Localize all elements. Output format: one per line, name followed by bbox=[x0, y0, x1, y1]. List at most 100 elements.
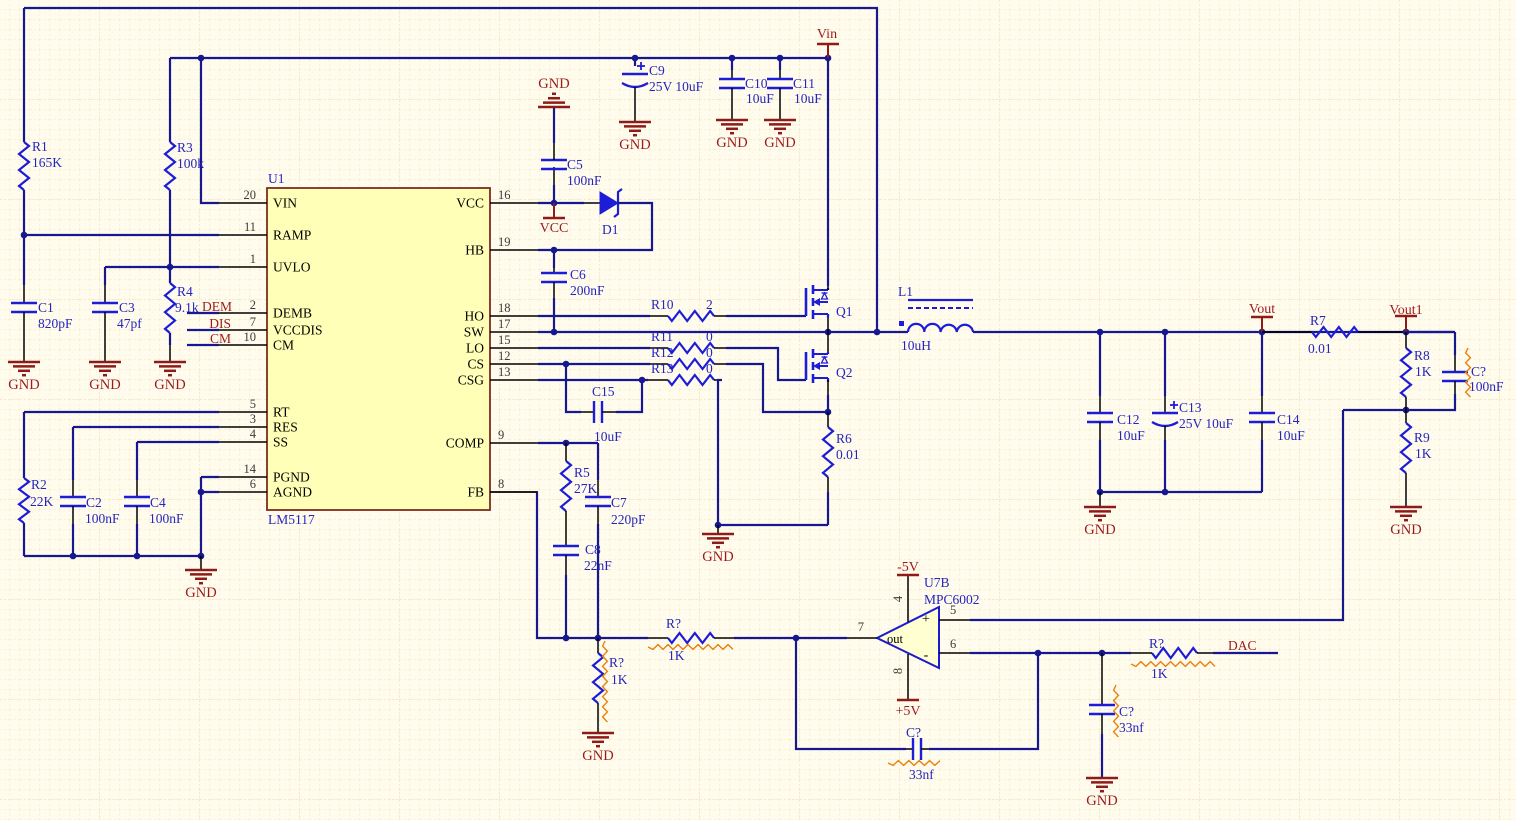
ic-pin-name[interactable]: HO bbox=[465, 309, 485, 324]
label-q2-ref[interactable]: Q2 bbox=[836, 365, 853, 380]
label-c5-value[interactable]: 100nF bbox=[567, 173, 602, 188]
label-r2-value[interactable]: 22K bbox=[30, 494, 54, 509]
ic-pin-number[interactable]: 13 bbox=[498, 365, 511, 379]
ic-designator[interactable]: U1 bbox=[268, 171, 285, 186]
ic-pin-number[interactable]: 5 bbox=[250, 397, 256, 411]
opamp-pin-number[interactable]: 5 bbox=[950, 603, 956, 617]
resistor-r4[interactable] bbox=[163, 282, 177, 334]
label-c1-value[interactable]: 820pF bbox=[38, 316, 73, 331]
ic-pin-number[interactable]: 12 bbox=[498, 349, 511, 363]
ic-pin-number[interactable]: 4 bbox=[250, 427, 257, 441]
resistor-r3[interactable] bbox=[163, 141, 177, 191]
vpos-label[interactable]: +5V bbox=[895, 704, 920, 719]
resistor-r10[interactable] bbox=[667, 309, 715, 323]
resistor-r5[interactable] bbox=[559, 460, 573, 512]
label-c10-value[interactable]: 10uF bbox=[746, 91, 774, 106]
label-c4-value[interactable]: 100nF bbox=[149, 511, 184, 526]
opamp-part-number[interactable]: MPC6002 bbox=[924, 592, 980, 607]
ic-pin-name[interactable]: SS bbox=[273, 435, 288, 450]
label-r11-value[interactable]: 0 bbox=[706, 329, 713, 344]
ic-pin-number[interactable]: 7 bbox=[250, 315, 256, 329]
ic-pin-name[interactable]: CM bbox=[273, 338, 294, 353]
label-c12-ref[interactable]: C12 bbox=[1117, 412, 1140, 427]
opamp-u7b[interactable] bbox=[874, 605, 940, 670]
gnd-label[interactable]: GND bbox=[8, 377, 39, 393]
opamp-pin-number[interactable]: 8 bbox=[891, 668, 905, 674]
ic-pin-name[interactable]: UVLO bbox=[273, 260, 311, 275]
gnd-label[interactable]: GND bbox=[1390, 522, 1421, 538]
resistor-r8[interactable] bbox=[1399, 347, 1413, 398]
label-r5-value[interactable]: 27K bbox=[574, 481, 598, 496]
resistor-r6[interactable] bbox=[821, 426, 835, 478]
resistor-r7[interactable] bbox=[1311, 325, 1359, 339]
label-r7-ref[interactable]: R7 bbox=[1310, 313, 1326, 328]
label-cq2-ref[interactable]: C? bbox=[906, 725, 921, 740]
label-r13-value[interactable]: 0 bbox=[706, 361, 713, 376]
ic-pin-number[interactable]: 15 bbox=[498, 333, 511, 347]
ic-pin-name[interactable]: AGND bbox=[273, 485, 312, 500]
ic-pin-number[interactable]: 3 bbox=[250, 412, 256, 426]
wire-q2-gate[interactable] bbox=[726, 346, 806, 382]
ic-pin-number[interactable]: 19 bbox=[498, 235, 511, 249]
label-r6-value[interactable]: 0.01 bbox=[836, 447, 860, 462]
label-c12-value[interactable]: 10uF bbox=[1117, 428, 1145, 443]
label-r1-value[interactable]: 165K bbox=[32, 155, 62, 170]
label-r6-ref[interactable]: R6 bbox=[836, 431, 852, 446]
ic-pin-number[interactable]: 10 bbox=[244, 330, 257, 344]
label-c5-ref[interactable]: C5 bbox=[567, 157, 583, 172]
ic-part-number[interactable]: LM5117 bbox=[268, 512, 315, 527]
label-r13-ref[interactable]: R13 bbox=[651, 361, 674, 376]
label-c15-value[interactable]: 10uF bbox=[594, 429, 622, 444]
label-c6-value[interactable]: 200nF bbox=[570, 283, 605, 298]
label-r1-ref[interactable]: R1 bbox=[32, 139, 48, 154]
ic-pin-number[interactable]: 9 bbox=[498, 428, 504, 442]
label-r9-value[interactable]: 1K bbox=[1415, 446, 1432, 461]
opamp-minus-sign[interactable]: - bbox=[924, 648, 929, 663]
vout-label[interactable]: Vout bbox=[1249, 302, 1275, 317]
gnd-label[interactable]: GND bbox=[619, 137, 650, 153]
label-r10-value[interactable]: 2 bbox=[706, 297, 713, 312]
label-q1-ref[interactable]: Q1 bbox=[836, 304, 853, 319]
label-c3-value[interactable]: 47pf bbox=[117, 316, 142, 331]
label-r12-value[interactable]: 0 bbox=[706, 345, 713, 360]
label-rq1-value[interactable]: 1K bbox=[611, 672, 628, 687]
ic-pin-number[interactable]: 14 bbox=[244, 462, 257, 476]
label-c13-value[interactable]: 25V 10uF bbox=[1179, 416, 1234, 431]
label-l1-ref[interactable]: L1 bbox=[898, 284, 913, 299]
label-c15-ref[interactable]: C15 bbox=[592, 384, 615, 399]
label-d1-ref[interactable]: D1 bbox=[602, 222, 619, 237]
opamp-pin-number[interactable]: 6 bbox=[950, 637, 956, 651]
ic-pin-name[interactable]: FB bbox=[467, 485, 484, 500]
resistor-rq3[interactable] bbox=[1151, 646, 1198, 660]
ic-pin-name[interactable]: HB bbox=[465, 243, 484, 258]
vout1-label[interactable]: Vout1 bbox=[1389, 303, 1422, 318]
dac-label[interactable]: DAC bbox=[1228, 638, 1257, 653]
label-r9-ref[interactable]: R9 bbox=[1414, 430, 1430, 445]
ic-body-u1[interactable] bbox=[266, 187, 491, 511]
ic-pin-number[interactable]: 16 bbox=[498, 188, 511, 202]
ic-pin-name[interactable]: CSG bbox=[458, 373, 485, 388]
gnd-label[interactable]: GND bbox=[1084, 522, 1115, 538]
label-c13-ref[interactable]: C13 bbox=[1179, 400, 1202, 415]
resistor-rq2[interactable] bbox=[667, 631, 715, 645]
label-rq2-ref[interactable]: R? bbox=[666, 616, 681, 631]
ic-pin-name[interactable]: SW bbox=[464, 325, 485, 340]
label-rq1-ref[interactable]: R? bbox=[609, 655, 624, 670]
label-cq2-value[interactable]: 33nf bbox=[909, 767, 934, 782]
gnd-label[interactable]: GND bbox=[185, 585, 216, 601]
opamp-plus-sign[interactable]: + bbox=[922, 612, 930, 627]
label-c7-value[interactable]: 220pF bbox=[611, 512, 646, 527]
label-r4-ref[interactable]: R4 bbox=[177, 284, 193, 299]
label-r8-value[interactable]: 1K bbox=[1415, 364, 1432, 379]
gnd-label[interactable]: GND bbox=[1086, 793, 1117, 809]
label-c4-ref[interactable]: C4 bbox=[150, 495, 166, 510]
wire-fb-loop[interactable] bbox=[794, 638, 906, 751]
resistor-rq1[interactable] bbox=[591, 652, 605, 704]
ic-pin-number[interactable]: 2 bbox=[250, 298, 256, 312]
opamp-pin-number[interactable]: 4 bbox=[891, 595, 905, 602]
ic-pin-name[interactable]: CS bbox=[467, 357, 484, 372]
gnd-label[interactable]: GND bbox=[582, 748, 613, 764]
label-r3-ref[interactable]: R3 bbox=[177, 140, 193, 155]
label-r10-ref[interactable]: R10 bbox=[651, 297, 674, 312]
ic-pin-number[interactable]: 6 bbox=[250, 477, 256, 491]
